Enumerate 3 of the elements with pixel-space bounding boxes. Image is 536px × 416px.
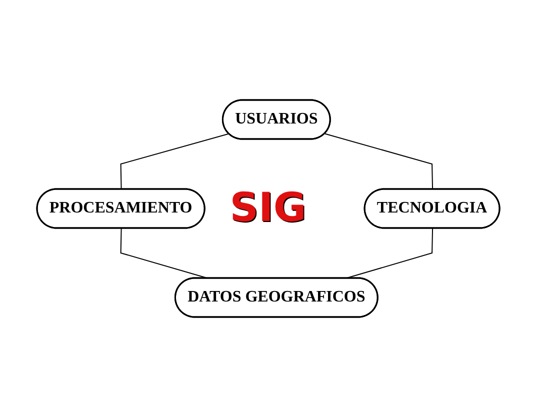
connector (120, 132, 230, 190)
center-label: SIG (230, 185, 306, 231)
connector (324, 132, 433, 190)
